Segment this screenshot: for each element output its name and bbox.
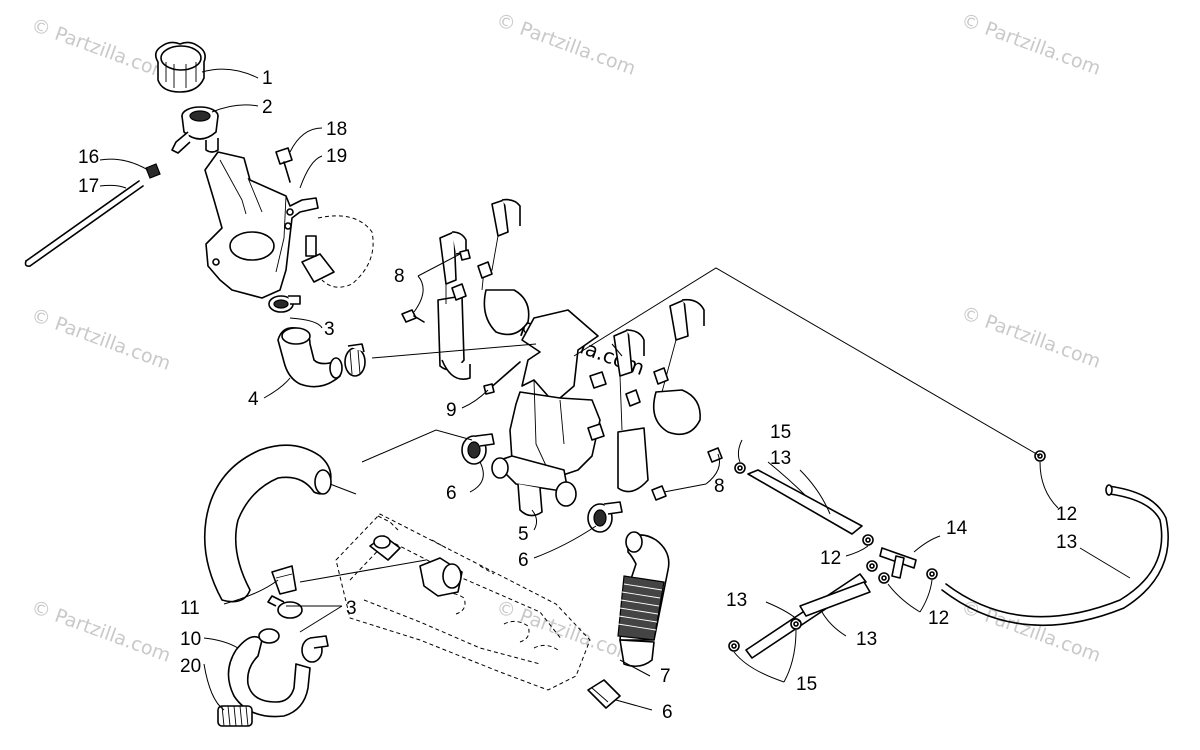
hose-clamp-small[interactable] [271,565,297,595]
hose-clamp[interactable] [461,433,495,465]
callout-3[interactable]: 3 [324,319,335,340]
leader-lines [299,267,1041,583]
tube-clamp[interactable] [866,560,878,572]
tube-clamp[interactable] [878,572,890,584]
callout-12[interactable]: 12 [928,608,949,629]
long-curved-hose[interactable] [941,484,1169,627]
callout-3[interactable]: 3 [346,598,357,619]
watermark: © Partzilla.com [958,596,1103,667]
tube-lower-2[interactable] [799,581,871,617]
coolant-hose-small[interactable] [227,628,311,718]
bracket-mount [301,215,374,288]
callout-6[interactable]: 6 [518,550,529,571]
vent-fitting[interactable] [145,163,161,179]
callout-6[interactable]: 6 [662,702,673,723]
watermark: © Partzilla.com [958,302,1103,373]
screw[interactable] [401,309,425,323]
callout-8[interactable]: 8 [394,266,405,287]
tube-clamp[interactable] [862,534,874,546]
callout-20[interactable]: 20 [180,656,201,677]
callout-10[interactable]: 10 [180,629,201,650]
tube-upper[interactable] [747,469,863,535]
corrugated-hose[interactable] [617,531,670,668]
screw[interactable] [651,485,667,501]
coolant-hose-large[interactable] [203,444,332,603]
injector-group-left[interactable] [437,198,530,380]
watermark: © Partzilla.com [493,9,638,80]
hose-clamp[interactable] [267,595,303,619]
filler-neck[interactable] [171,106,219,154]
callout-13[interactable]: 13 [856,629,877,650]
tube-clamp[interactable] [728,640,740,652]
hose-clamp[interactable] [344,343,366,377]
tube-clamp[interactable] [790,618,802,630]
fuel-rail-fitting[interactable] [419,557,463,597]
elbow-hose[interactable] [277,326,343,388]
vent-hose[interactable] [24,180,144,267]
callout-4[interactable]: 4 [248,389,259,410]
filler-cap[interactable] [154,41,206,93]
tube-clamp[interactable] [926,568,938,580]
watermark: © Partzilla.com [28,14,173,85]
callout-leaders [99,68,1131,711]
callout-2[interactable]: 2 [262,97,273,118]
watermark: © Partzilla.com [28,304,173,375]
callout-13[interactable]: 13 [726,590,747,611]
watermark: © Partzilla.com [958,9,1103,80]
callout-7[interactable]: 7 [660,666,671,687]
tank-bracket[interactable] [204,151,319,299]
watermark: © Partzilla.com [493,596,638,667]
callout-8[interactable]: 8 [714,476,725,497]
callout-15[interactable]: 15 [770,422,791,443]
injector-group-right[interactable] [587,298,705,493]
hose-clamp[interactable] [301,635,329,663]
callout-17[interactable]: 17 [78,176,99,197]
hose-spring[interactable] [217,705,253,727]
tube-clamp[interactable] [734,462,746,474]
hose-cap[interactable] [587,679,621,709]
callout-12[interactable]: 12 [1056,504,1077,525]
hose-clamp[interactable] [587,501,623,533]
callout-6[interactable]: 6 [446,483,457,504]
callout-13[interactable]: 13 [770,448,791,469]
callout-9[interactable]: 9 [446,400,457,421]
callout-18[interactable]: 18 [326,119,347,140]
screw[interactable] [707,447,723,463]
callout-11[interactable]: 11 [180,598,200,619]
bracket-screw[interactable] [275,147,293,183]
tee-connector[interactable] [879,547,917,579]
hose-clamp[interactable] [268,295,301,313]
callout-12[interactable]: 12 [820,548,841,569]
watermark: © Partzilla.com [28,596,173,667]
screw-long[interactable] [483,361,521,395]
callout-13[interactable]: 13 [1056,532,1077,553]
callout-16[interactable]: 16 [78,147,99,168]
callout-5[interactable]: 5 [518,524,529,545]
screw[interactable] [459,249,471,261]
callout-15[interactable]: 15 [796,674,817,695]
tee-fitting[interactable] [491,455,577,517]
callouts: 1 2 18 19 16 17 3 4 8 9 6 5 6 8 11 3 10 … [78,68,1077,723]
fuel-rail-fitting[interactable] [369,535,401,561]
callout-1[interactable]: 1 [262,68,273,89]
callout-19[interactable]: 19 [326,146,347,167]
fuel-rail-assembly [335,513,591,691]
callout-14[interactable]: 14 [946,518,968,539]
